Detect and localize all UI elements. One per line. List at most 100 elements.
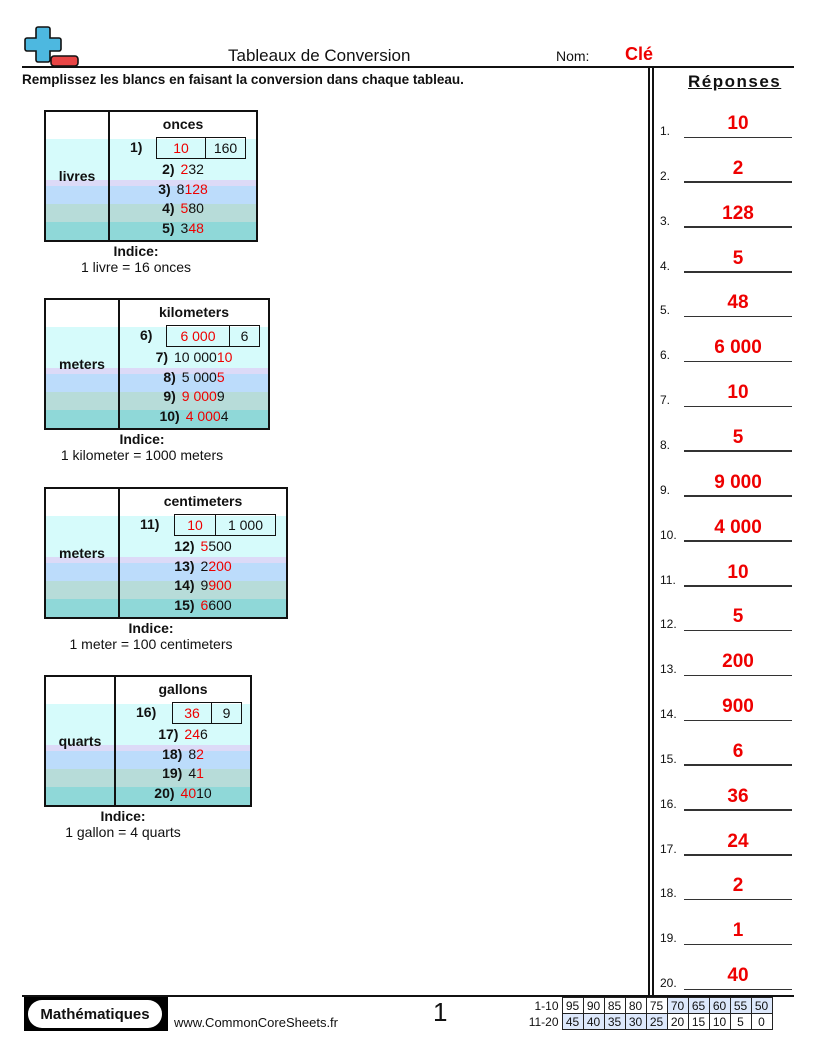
example-answer[interactable]: 36 [184,705,200,721]
answer-row: 4.5 [660,243,792,273]
answer-number: 11. [660,572,676,587]
example-answer[interactable]: 10 [187,517,203,533]
score-cell: 5 [729,1013,752,1030]
answer-blank-line[interactable] [684,405,792,408]
answer-value[interactable]: 5 [732,606,744,628]
answer-blank-line[interactable] [684,181,792,183]
answer-blank-line[interactable] [684,898,792,901]
question-given: 9 [200,577,209,593]
question-answer[interactable]: 4 000 [185,407,221,424]
question-number: 19) [162,765,183,781]
answer-blank-line[interactable] [684,540,792,542]
example-question-number: 11) [140,516,160,532]
score-cell: 65 [687,997,710,1014]
answer-blank-line[interactable] [684,854,792,856]
from-unit-label: quarts [58,733,102,749]
question-number: 18) [162,745,183,762]
answer-number: 9. [660,482,671,497]
hint-title: Indice: [119,431,165,447]
question-answer[interactable]: 128 [184,180,208,197]
question-answer[interactable]: 6 [200,596,209,613]
answer-value[interactable]: 6 000 [714,337,762,359]
answer-value[interactable]: 900 [722,696,754,718]
answer-blank-line[interactable] [684,764,792,766]
answer-blank-line[interactable] [684,809,792,811]
question-answer[interactable]: 5 [200,538,209,554]
answer-value[interactable]: 2 [732,157,744,179]
question-answer[interactable]: 48 [188,219,204,236]
answer-value[interactable]: 6 [732,740,744,762]
answer-blank-line[interactable] [684,136,792,138]
answer-row: 7.10 [660,377,792,408]
answer-blank-line[interactable] [684,360,792,363]
answer-value[interactable]: 128 [722,202,754,224]
question-number: 20) [154,784,175,801]
answer-blank-line[interactable] [684,629,792,632]
question-answer[interactable]: 200 [208,557,232,574]
answer-blank-line[interactable] [684,450,792,452]
answer-row: 18.2 [660,870,792,901]
question-answer[interactable]: 5 [180,200,189,216]
answer-value[interactable]: 5 [732,247,744,269]
background-band [46,745,250,751]
subject-badge-label: Mathématiques [28,1000,162,1028]
question-answer[interactable]: 9 000 [181,388,217,404]
question-answer[interactable]: 900 [208,577,232,593]
question-number: 2) [162,161,175,177]
answer-value[interactable]: 200 [722,651,754,673]
question-answer[interactable]: 2 [196,745,204,762]
answer-value[interactable]: 36 [727,785,749,807]
from-unit-column: livres [46,112,110,240]
answer-blank-line[interactable] [684,988,792,991]
answer-value[interactable]: 10 [727,561,749,583]
question-answer[interactable]: 10 [216,349,233,365]
background-band [46,327,268,368]
answer-value[interactable]: 4 000 [714,516,762,538]
question-answer[interactable]: 24 [184,726,200,742]
answer-blank-line[interactable] [684,495,792,497]
background-band [46,204,256,222]
table-background-bands [46,112,256,240]
column-divider [648,66,654,996]
answer-blank-line[interactable] [684,271,792,273]
background-band [46,581,286,599]
question-given: 600 [208,596,232,613]
answer-value[interactable]: 5 [732,426,744,448]
question-answer[interactable]: 40 [180,784,197,801]
answer-blank-line[interactable] [684,315,792,318]
question-answer[interactable]: 2 [180,161,189,177]
question-given: 8 [176,180,185,197]
answer-blank-line[interactable] [684,719,792,722]
answer-value[interactable]: 24 [727,830,749,852]
question-answer[interactable]: 1 [196,765,204,781]
question-row: 7)10 00010 [120,349,268,368]
background-band [46,186,256,204]
example-answer[interactable]: 6 000 [180,328,216,344]
answer-value[interactable]: 2 [732,875,744,897]
example-answer[interactable]: 10 [173,140,189,156]
answer-value[interactable]: 10 [727,382,749,404]
question-row: 18)82 [116,746,250,765]
answer-value[interactable]: 48 [727,292,749,314]
answer-value[interactable]: 1 [732,920,744,942]
to-unit-label: kilometers [158,304,230,320]
answer-value[interactable]: 9 000 [714,471,762,493]
answer-value[interactable]: 40 [727,965,749,987]
answer-blank-line[interactable] [684,585,792,587]
answer-row: 20.40 [660,960,792,991]
answer-blank-line[interactable] [684,674,792,677]
question-answer[interactable]: 5 [216,368,225,385]
site-url[interactable]: www.CommonCoreSheets.fr [174,1015,338,1030]
answer-blank-line[interactable] [684,943,792,946]
answer-value[interactable]: 10 [727,113,749,134]
answer-number: 16. [660,796,677,811]
from-unit-column: meters [46,300,120,428]
from-unit-label: livres [58,168,96,184]
answer-number: 10. [660,527,677,542]
answer-blank-line[interactable] [684,226,792,228]
answer-number: 6. [660,348,671,363]
